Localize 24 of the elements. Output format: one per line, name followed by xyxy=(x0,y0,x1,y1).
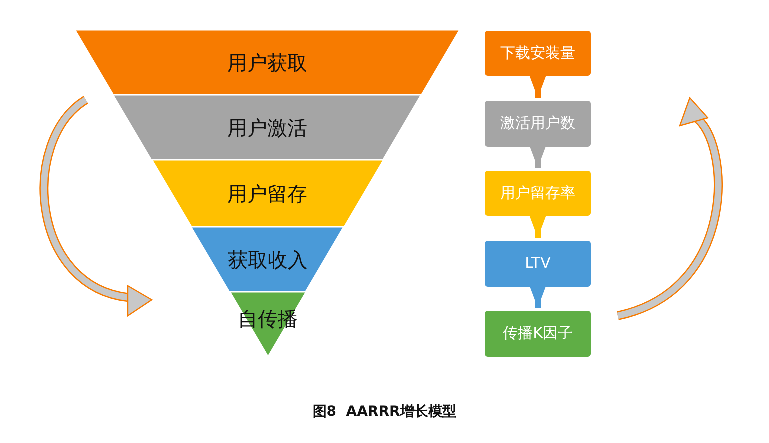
node-label: LTV xyxy=(524,254,552,272)
metric-box xyxy=(485,101,591,147)
metric-box xyxy=(485,241,591,287)
node-label: 传播K因子 xyxy=(502,324,574,343)
arrow xyxy=(529,144,547,168)
arrow xyxy=(529,74,547,98)
metric-box xyxy=(485,311,591,357)
node-label: 用户留存率 xyxy=(500,184,576,202)
node-label: 下载安装量 xyxy=(500,44,576,62)
metric-box xyxy=(485,171,591,216)
funnel-band xyxy=(191,227,344,292)
node-label: 用户留存 xyxy=(226,180,309,208)
funnel-band xyxy=(152,160,384,227)
funnel-triangle xyxy=(230,292,306,357)
node-label: 用户获取 xyxy=(226,50,308,76)
arrow xyxy=(529,284,547,308)
funnel-band xyxy=(113,95,422,160)
arrow xyxy=(529,214,547,238)
funnel-band xyxy=(75,30,460,95)
node-label: 用户激活 xyxy=(226,114,309,142)
node-label: 获取收入 xyxy=(226,246,309,274)
node-label: 激活用户数 xyxy=(500,114,576,133)
metric-box xyxy=(485,31,591,76)
caption: 图8 AARRR增长模型 xyxy=(312,403,458,421)
